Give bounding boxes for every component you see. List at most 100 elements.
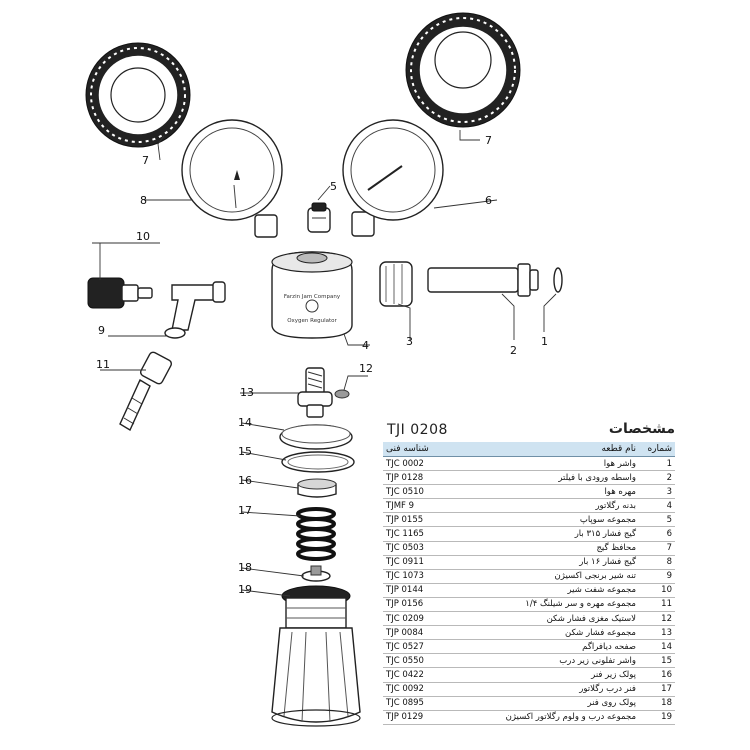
row-part-name: مجموعه شفت شیر — [467, 583, 639, 598]
valve-shaft — [87, 277, 153, 309]
row-part-name: مجموعه فشار شکن — [467, 625, 639, 641]
row-part-name: صفحه دیافراگم — [467, 639, 639, 655]
row-part-name: گیج فشار ۱۶ بار — [467, 555, 639, 570]
regulator-face-line2: Oxygen Regulator — [287, 318, 337, 324]
row-number: 7 — [639, 541, 675, 556]
callout-12: 12 — [359, 362, 373, 375]
row-part-name: مجموعه درب و ولوم رگلاتور اکسیژن — [467, 710, 639, 725]
leader-lines — [92, 130, 557, 597]
regulator-body: Farzin Jam Company Oxygen Regulator — [271, 251, 353, 339]
gauge-guard-right — [405, 12, 521, 128]
callout-5: 5 — [330, 180, 337, 193]
row-tech-code: TJC 0550 — [383, 653, 467, 669]
row-tech-code: TJC 0503 — [383, 541, 467, 556]
row-tech-code: TJC 0092 — [383, 682, 467, 697]
callout-2: 2 — [510, 344, 517, 357]
gauge-16-bar — [181, 119, 283, 238]
spec-title-row: TJI 0208 مشخصات — [383, 421, 675, 442]
row-part-name: تنه شیر برنجی اکسیژن — [467, 569, 639, 584]
row-number: 6 — [639, 526, 675, 542]
row-part-name: بدنه رگلاتور — [467, 498, 639, 514]
row-part-name: واشر تفلونی زیر درب — [467, 653, 639, 669]
row-number: 3 — [639, 484, 675, 500]
lower-spring-washer — [297, 478, 337, 498]
brass-valve-body — [164, 281, 226, 339]
inlet-with-filter — [427, 263, 539, 297]
row-part-name: لاستیک مغزی فشار شکن — [467, 611, 639, 627]
row-number: 12 — [639, 611, 675, 627]
row-number: 17 — [639, 682, 675, 697]
air-nut — [379, 261, 413, 307]
row-tech-code: TJP 0128 — [383, 470, 467, 486]
callout-3: 3 — [406, 335, 413, 348]
row-part-name: پولک روی فنر — [467, 696, 639, 711]
row-number: 15 — [639, 653, 675, 669]
hose-nut-assembly — [119, 351, 172, 432]
callout-8: 8 — [140, 194, 147, 207]
callout-4: 4 — [362, 339, 369, 352]
upper-spring-washer — [301, 565, 331, 582]
callout-15: 15 — [238, 445, 252, 458]
row-tech-code: TJC 0895 — [383, 696, 467, 711]
row-tech-code: TJP 0155 — [383, 512, 467, 528]
callout-9: 9 — [98, 324, 105, 337]
regulator-spring — [296, 507, 336, 561]
row-part-name: مجموعه مهره و سر شیلنگ ۱/۴ — [467, 597, 639, 613]
callout-16: 16 — [238, 474, 252, 487]
callout-14: 14 — [238, 416, 252, 429]
callout-numbers: 1 2 3 4 5 6 7 7 8 9 10 11 12 13 14 15 16… — [96, 134, 548, 596]
row-number: 11 — [639, 597, 675, 613]
row-part-name: واشر هوا — [467, 456, 639, 472]
gauge-guard-left — [85, 42, 191, 148]
callout-1: 1 — [541, 335, 548, 348]
model-code: TJI 0208 — [387, 422, 448, 438]
row-number: 19 — [639, 710, 675, 725]
cap-and-knob — [271, 585, 361, 727]
callout-6: 6 — [485, 194, 492, 207]
gauge-315-bar — [342, 119, 444, 237]
row-tech-code: TJP 0144 — [383, 583, 467, 598]
spec-heading: مشخصات — [608, 421, 675, 437]
valve-assembly — [307, 202, 331, 233]
row-part-name: واسطه ورودی با فیلتر — [467, 470, 639, 486]
callout-17: 17 — [238, 504, 252, 517]
row-part-name: فنر درب رگلاتور — [467, 682, 639, 697]
regulator-face-line1: Farzin Jam Company — [284, 294, 341, 300]
row-number: 16 — [639, 667, 675, 683]
row-number: 14 — [639, 639, 675, 655]
diaphragm-plate — [279, 424, 353, 450]
row-number: 8 — [639, 555, 675, 570]
callout-18: 18 — [238, 561, 252, 574]
row-tech-code: TJC 0002 — [383, 456, 467, 472]
row-number: 9 — [639, 569, 675, 584]
callout-7-left: 7 — [142, 154, 149, 167]
row-tech-code: TJC 1165 — [383, 526, 467, 542]
row-tech-code: TJC 0527 — [383, 639, 467, 655]
row-number: 1 — [639, 456, 675, 472]
row-part-name: محافظ گیج — [467, 541, 639, 556]
row-tech-code: TJP 0156 — [383, 597, 467, 613]
row-number: 13 — [639, 625, 675, 641]
row-tech-code: TJC 0209 — [383, 611, 467, 627]
row-number: 18 — [639, 696, 675, 711]
header-tech-code: شناسه فنی — [383, 442, 467, 457]
row-number: 10 — [639, 583, 675, 598]
row-tech-code: TJP 0084 — [383, 625, 467, 641]
row-tech-code: TJC 0911 — [383, 555, 467, 570]
row-part-name: گیج فشار ۳۱۵ بار — [467, 526, 639, 542]
